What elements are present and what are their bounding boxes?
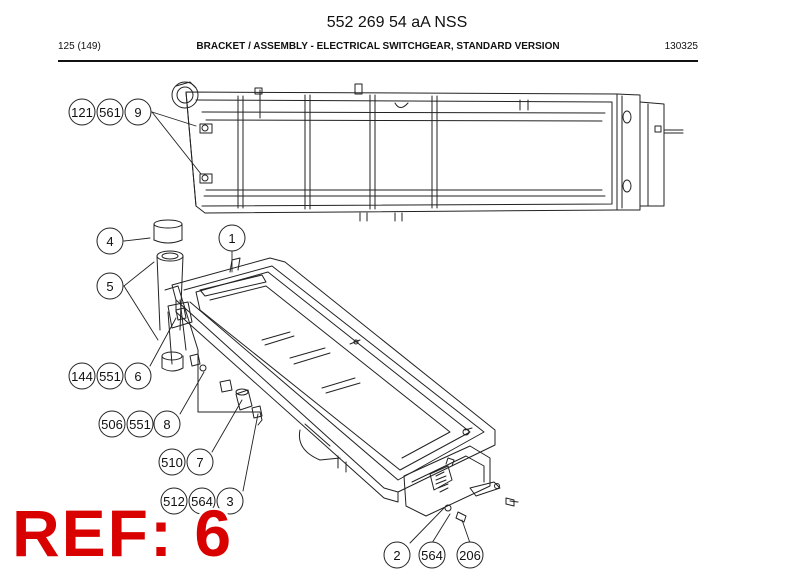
document-title: 552 269 54 aA NSS [326, 14, 468, 31]
callout-561: 561 [96, 98, 124, 126]
svg-text:8: 8 [163, 417, 170, 432]
callout-564-a: 564 [188, 487, 216, 515]
svg-text:3: 3 [226, 494, 233, 509]
loose-parts [153, 219, 263, 419]
ref-overlay-label: REF: 6 [12, 496, 234, 570]
svg-text:2: 2 [393, 548, 400, 563]
callout-5: 5 [96, 272, 124, 300]
svg-text:564: 564 [421, 548, 443, 563]
callout-2: 2 [383, 541, 411, 569]
document-code: 130325 [664, 41, 698, 52]
svg-text:512: 512 [163, 494, 185, 509]
svg-text:551: 551 [99, 369, 121, 384]
callout-9: 9 [124, 98, 152, 126]
callout-144: 144 [68, 362, 96, 390]
callout-8: 8 [153, 410, 181, 438]
svg-text:506: 506 [101, 417, 123, 432]
svg-text:561: 561 [99, 105, 121, 120]
svg-text:6: 6 [134, 369, 141, 384]
svg-text:1: 1 [228, 231, 235, 246]
callout-564-b: 564 [418, 541, 446, 569]
svg-text:5: 5 [106, 279, 113, 294]
callout-510: 510 [158, 448, 186, 476]
callout-506: 506 [98, 410, 126, 438]
page-number: 125 (149) [58, 41, 101, 52]
svg-text:206: 206 [459, 548, 481, 563]
leader-lines [123, 111, 471, 544]
svg-text:9: 9 [134, 105, 141, 120]
callout-7: 7 [186, 448, 214, 476]
svg-text:144: 144 [71, 369, 93, 384]
callout-512: 512 [160, 487, 188, 515]
svg-text:7: 7 [196, 455, 203, 470]
callout-551-b: 551 [126, 410, 154, 438]
callout-206: 206 [456, 541, 484, 569]
svg-text:510: 510 [161, 455, 183, 470]
header-rule [58, 60, 698, 62]
callout-551-a: 551 [96, 362, 124, 390]
iso-view-bracket [164, 257, 519, 523]
svg-text:564: 564 [191, 494, 213, 509]
top-view-frame [171, 81, 684, 222]
callout-4: 4 [96, 227, 124, 255]
callout-1: 1 [218, 224, 246, 252]
svg-text:121: 121 [71, 105, 93, 120]
callout-6: 6 [124, 362, 152, 390]
svg-text:551: 551 [129, 417, 151, 432]
svg-text:4: 4 [106, 234, 113, 249]
callout-121: 121 [68, 98, 96, 126]
callout-3: 3 [216, 487, 244, 515]
drawing-caption: BRACKET / ASSEMBLY - ELECTRICAL SWITCHGE… [196, 41, 560, 52]
